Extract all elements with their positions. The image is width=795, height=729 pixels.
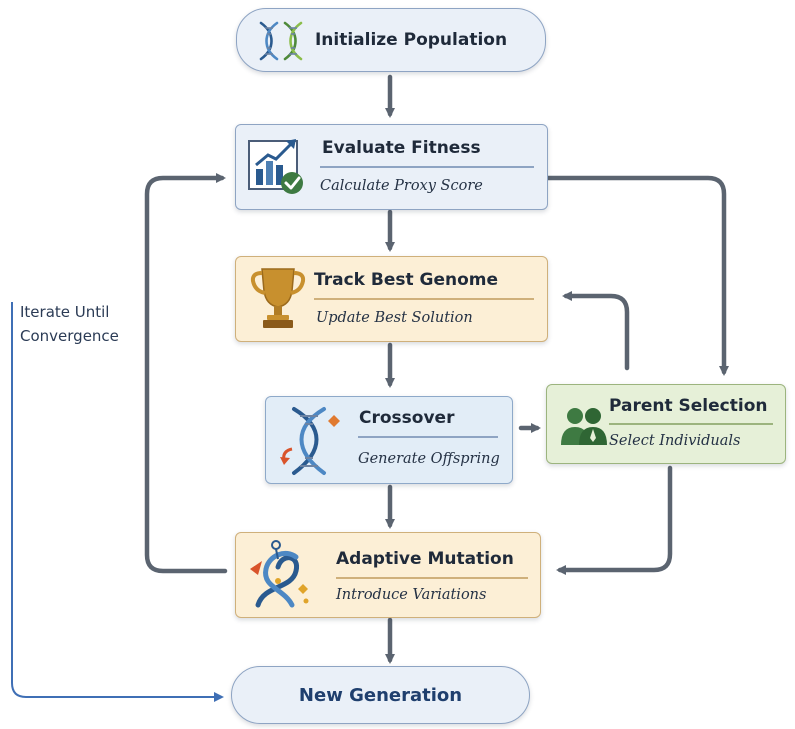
track-best-genome-divider bbox=[314, 298, 534, 300]
iterate-until-convergence-label: Iterate Until Convergence bbox=[20, 303, 119, 345]
track-best-genome-node: Track Best Genome Update Best Solution bbox=[235, 256, 548, 342]
arrow-parent-to-track bbox=[562, 291, 630, 371]
evaluate-fitness-subtitle: Calculate Proxy Score bbox=[320, 178, 483, 194]
parent-selection-title: Parent Selection bbox=[609, 396, 768, 416]
adaptive-mutation-subtitle: Introduce Variations bbox=[336, 587, 487, 603]
crossover-node: Crossover Generate Offspring bbox=[265, 396, 513, 484]
adaptive-mutation-title: Adaptive Mutation bbox=[336, 549, 514, 569]
arrow-parent-to-mutation bbox=[556, 465, 673, 575]
evaluate-fitness-node: Evaluate Fitness Calculate Proxy Score bbox=[235, 124, 548, 210]
new-generation-node: New Generation bbox=[231, 666, 530, 724]
dna-icon bbox=[259, 21, 303, 61]
new-generation-title: New Generation bbox=[298, 684, 463, 706]
convergence-loop-line bbox=[11, 302, 224, 702]
initialize-population-node: Initialize Population bbox=[236, 8, 546, 72]
evaluate-fitness-title: Evaluate Fitness bbox=[322, 138, 481, 158]
crossover-subtitle: Generate Offspring bbox=[358, 451, 500, 467]
users-icon bbox=[561, 408, 607, 445]
bar-chart-check-icon bbox=[248, 139, 303, 194]
track-best-genome-subtitle: Update Best Solution bbox=[316, 310, 473, 326]
initialize-population-title: Initialize Population bbox=[314, 30, 508, 50]
arrow-evaluate-to-parent bbox=[545, 175, 729, 376]
trophy-icon bbox=[250, 268, 306, 328]
parent-selection-subtitle: Select Individuals bbox=[609, 433, 741, 449]
adaptive-mutation-node: Adaptive Mutation Introduce Variations bbox=[235, 532, 541, 618]
crossover-divider bbox=[358, 436, 498, 438]
mutation-icon bbox=[250, 540, 309, 608]
parent-selection-divider bbox=[609, 423, 773, 425]
crossover-title: Crossover bbox=[359, 408, 455, 428]
arrow-mutation-loop-to-evaluate bbox=[144, 173, 228, 574]
track-best-genome-title: Track Best Genome bbox=[314, 270, 499, 290]
dna-crossover-icon bbox=[280, 407, 340, 475]
parent-selection-node: Parent Selection Select Individuals bbox=[546, 384, 786, 464]
evaluate-fitness-divider bbox=[320, 166, 534, 168]
adaptive-mutation-divider bbox=[336, 577, 528, 579]
